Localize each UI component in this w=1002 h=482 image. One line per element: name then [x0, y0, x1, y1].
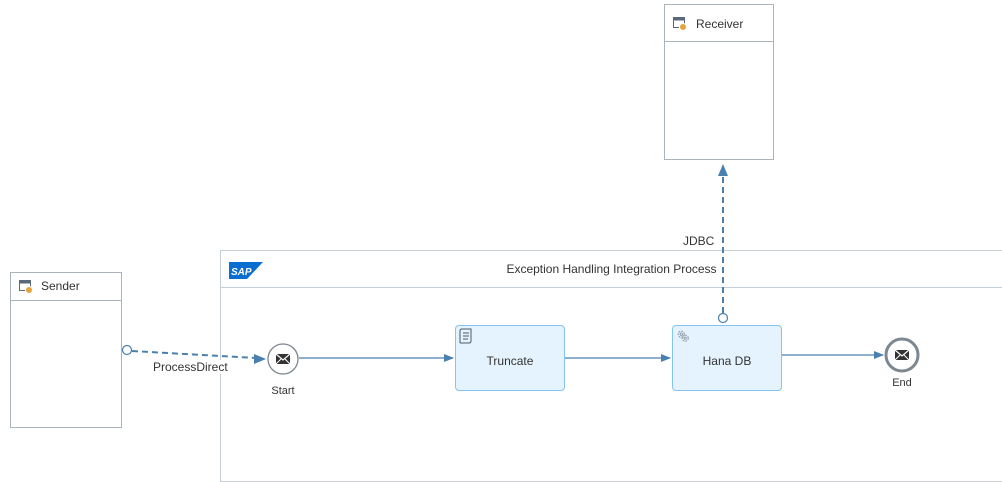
end-event-label: End — [892, 377, 912, 389]
participant-icon — [673, 17, 687, 31]
truncate-label: Truncate — [486, 354, 534, 368]
script-icon — [459, 328, 472, 344]
start-event[interactable] — [267, 343, 299, 375]
sender-label: Sender — [41, 279, 80, 293]
message-flow-processdirect[interactable] — [121, 344, 267, 365]
envelope-icon — [894, 349, 910, 361]
receiver-label: Receiver — [696, 17, 744, 31]
sap-logo-text: SAP — [231, 267, 252, 278]
receiver-participant[interactable]: Receiver — [664, 4, 774, 160]
end-event[interactable] — [884, 337, 920, 373]
hana-db-service-task[interactable]: Hana DB — [672, 325, 782, 391]
jdbc-channel-label[interactable]: JDBC — [682, 234, 716, 248]
sap-logo-icon: SAP — [229, 262, 263, 279]
gear-icon — [677, 330, 689, 342]
message-flow-jdbc[interactable] — [717, 164, 729, 324]
participant-icon — [19, 280, 33, 294]
start-event-label: Start — [271, 385, 295, 397]
pool-header: SAP Exception Handling Integration Proce… — [221, 251, 1002, 288]
pool-title: Exception Handling Integration Process — [506, 262, 717, 276]
hana-db-label: Hana DB — [702, 354, 752, 368]
sender-participant[interactable]: Sender — [10, 272, 122, 428]
integration-process-pool[interactable]: SAP Exception Handling Integration Proce… — [220, 250, 1002, 482]
processdirect-channel-label[interactable]: ProcessDirect — [152, 360, 229, 374]
sender-header: Sender — [11, 273, 121, 301]
truncate-script-task[interactable]: Truncate — [455, 325, 565, 391]
envelope-icon — [275, 353, 291, 365]
receiver-header: Receiver — [665, 5, 773, 42]
